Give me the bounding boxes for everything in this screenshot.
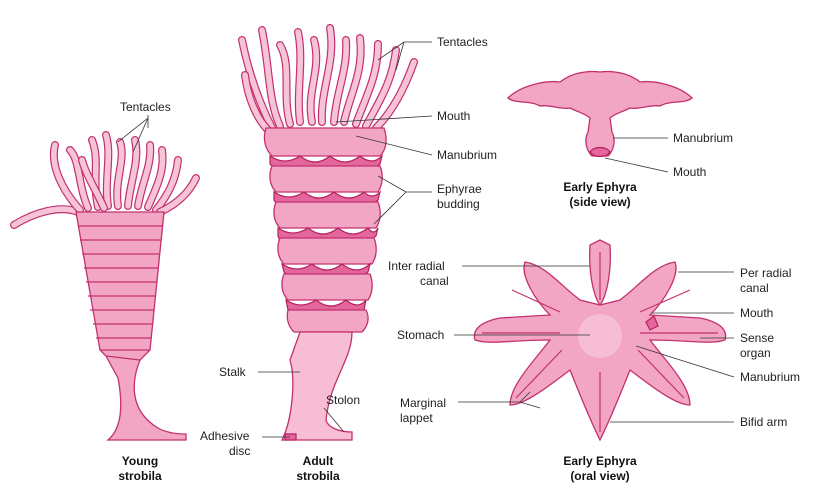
- label-mouth-oral: Mouth: [740, 306, 773, 320]
- label-per-radial: Per radial: [740, 266, 791, 280]
- label-tentacles-young: Tentacles: [120, 100, 171, 114]
- caption-oral-1: Early Ephyra: [563, 454, 637, 468]
- label-sense-organ: organ: [740, 346, 771, 360]
- ephyra-oral-view: [473, 239, 727, 442]
- label-marginal: Marginal: [400, 396, 446, 410]
- label-stomach: Stomach: [397, 328, 444, 342]
- caption-side-2: (side view): [569, 195, 630, 209]
- label-stolon: Stolon: [326, 393, 360, 407]
- label-inter-radial: Inter radial: [388, 259, 445, 273]
- label-disc: disc: [229, 444, 250, 458]
- adult-upper-disc: [263, 127, 387, 157]
- adult-tentacles: [238, 24, 418, 134]
- label-manubrium-adult: Manubrium: [437, 148, 497, 162]
- label-mouth-side: Mouth: [673, 165, 706, 179]
- label-manubrium-oral: Manubrium: [740, 370, 800, 384]
- label-inter-radial-canal: canal: [420, 274, 449, 288]
- label-budding: budding: [437, 197, 480, 211]
- label-sense: Sense: [740, 331, 774, 345]
- caption-adult-2: strobila: [296, 469, 340, 483]
- ephyra-side-view: [507, 70, 693, 158]
- label-tentacles-adult: Tentacles: [437, 35, 488, 49]
- label-stalk: Stalk: [219, 365, 247, 379]
- label-lappet: lappet: [400, 411, 433, 425]
- label-bifid-arm: Bifid arm: [740, 415, 787, 429]
- label-ephyrae: Ephyrae: [437, 182, 482, 196]
- caption-young-2: strobila: [118, 469, 162, 483]
- caption-young-1: Young: [122, 454, 158, 468]
- young-strobila: [10, 131, 200, 441]
- label-adhesive: Adhesive: [200, 429, 250, 443]
- caption-oral-2: (oral view): [570, 469, 629, 483]
- adult-strobila: [238, 24, 418, 441]
- label-per-radial-canal: canal: [740, 281, 769, 295]
- label-manubrium-side: Manubrium: [673, 131, 733, 145]
- young-strobila-body: [75, 211, 187, 441]
- caption-side-1: Early Ephyra: [563, 180, 637, 194]
- adult-stalk: [280, 331, 353, 441]
- label-mouth-adult: Mouth: [437, 109, 470, 123]
- caption-adult-1: Adult: [303, 454, 334, 468]
